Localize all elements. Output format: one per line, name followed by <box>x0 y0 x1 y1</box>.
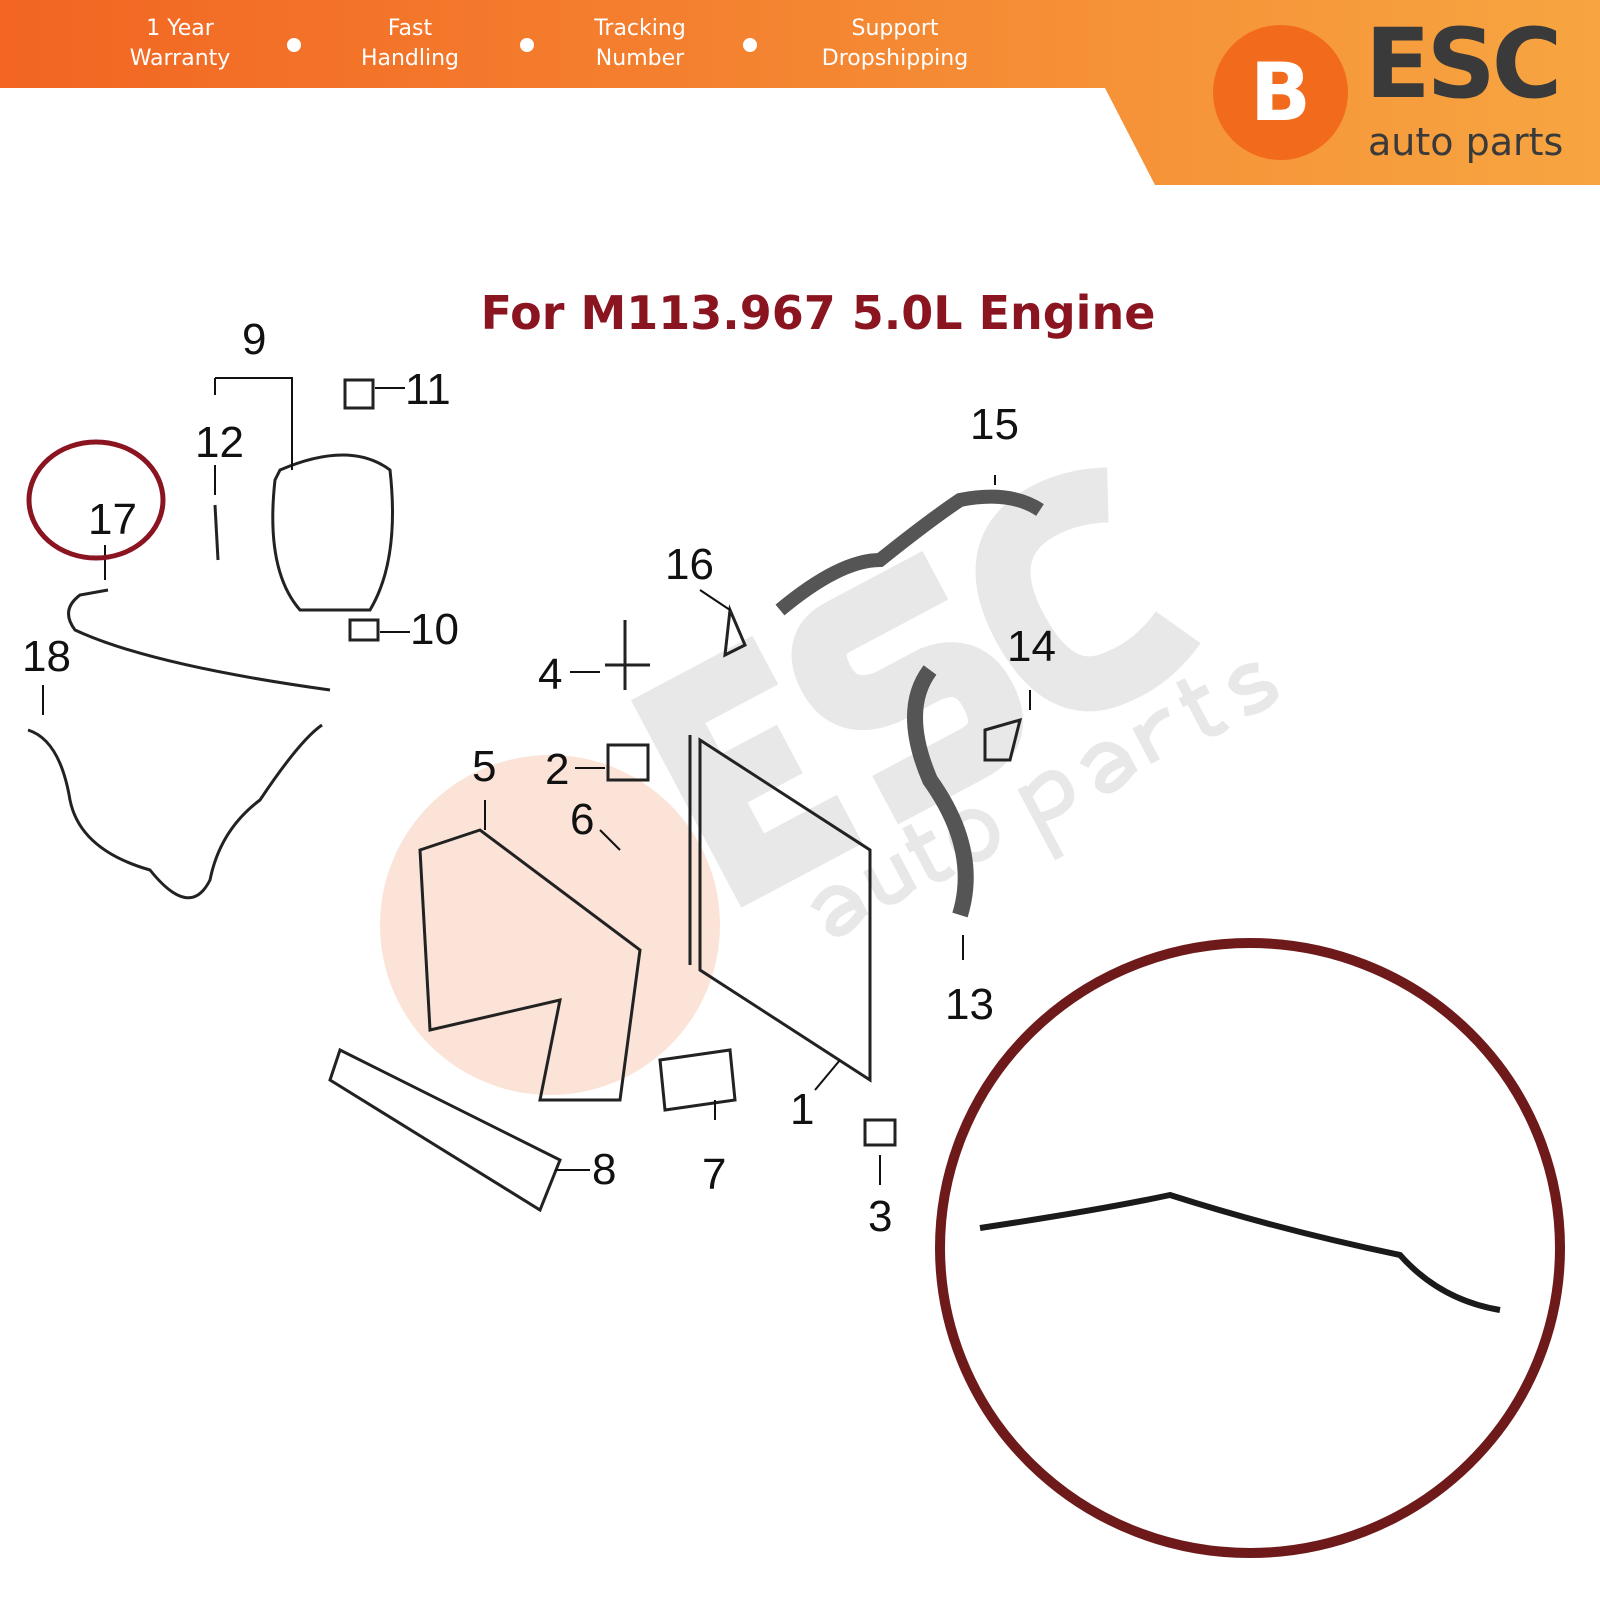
watermark-circle <box>380 755 720 1095</box>
part-3 <box>863 1118 897 1147</box>
feature-label: Tracking <box>594 16 686 41</box>
callout-2: 2 <box>545 745 570 794</box>
air-duct <box>418 828 642 1102</box>
hose-18 <box>27 723 323 900</box>
lower-hose <box>907 665 974 918</box>
radiator <box>698 737 872 1083</box>
callout-15: 15 <box>970 400 1019 449</box>
watermark-letter-s <box>791 550 1023 825</box>
feature-label: Handling <box>360 46 460 71</box>
callout-1: 1 <box>790 1085 815 1134</box>
feature-label: Number <box>595 46 685 71</box>
callout-6: 6 <box>570 795 595 844</box>
part-2 <box>606 743 650 782</box>
part-16 <box>723 604 747 658</box>
feature-label: Dropshipping <box>821 46 969 71</box>
part-10 <box>348 618 380 642</box>
part-4 <box>605 620 650 690</box>
part-14 <box>983 717 1023 762</box>
callout-18: 18 <box>22 632 71 681</box>
leader-lines <box>42 377 1031 1185</box>
logo-brand: ESC <box>1365 8 1562 120</box>
hose-17 <box>67 588 331 692</box>
feature-label: Fast <box>387 16 433 41</box>
page-title: For M113.967 5.0L Engine <box>480 286 1156 340</box>
feature-label: Support <box>851 16 939 41</box>
expansion-tank <box>271 453 394 612</box>
separator-dot <box>520 38 534 52</box>
grille <box>328 1047 562 1213</box>
callout-9: 9 <box>242 315 267 364</box>
callout-16: 16 <box>665 540 714 589</box>
callout-4: 4 <box>538 650 563 699</box>
part-11 <box>343 378 375 410</box>
feature-label: 1 Year <box>146 16 214 41</box>
callout-11: 11 <box>405 365 451 414</box>
callout-12: 12 <box>195 418 244 467</box>
feature-label: Warranty <box>129 46 231 71</box>
callout-3: 3 <box>868 1192 893 1241</box>
watermark-brand-letters <box>630 467 1201 908</box>
product-hose-photo <box>979 1191 1501 1313</box>
highlight-circle-17 <box>26 439 166 561</box>
watermark-subtitle-letters <box>810 662 1279 937</box>
callout-13: 13 <box>945 980 994 1029</box>
product-photo-frame <box>935 938 1565 1558</box>
logo-subtitle: auto parts <box>1368 120 1564 164</box>
diagram-lines <box>27 378 1044 1213</box>
separator-dot <box>743 38 757 52</box>
logo-badge: B <box>1213 25 1348 160</box>
callout-14: 14 <box>1007 622 1056 671</box>
callout-17: 17 <box>88 495 137 544</box>
banner-shape <box>0 0 1600 185</box>
watermark-letter-e <box>630 635 863 908</box>
separator-dot <box>287 38 301 52</box>
callout-7: 7 <box>702 1150 727 1199</box>
callout-5: 5 <box>472 742 497 791</box>
part-7 <box>658 1048 737 1112</box>
callout-10: 10 <box>410 605 459 654</box>
upper-hose <box>775 489 1044 616</box>
watermark-letter-c <box>975 467 1201 712</box>
callout-8: 8 <box>592 1145 617 1194</box>
part-12 <box>213 504 220 561</box>
